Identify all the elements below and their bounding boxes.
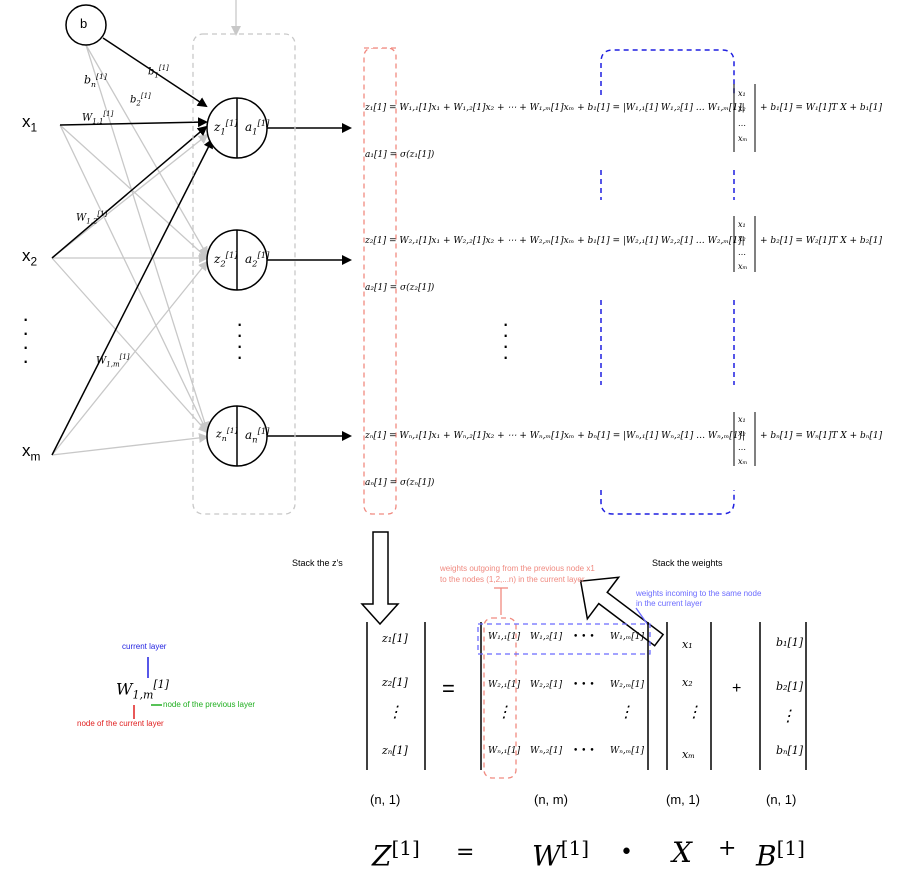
blue-bracket-bottom	[600, 490, 735, 515]
outgoing-note-2: to the nodes (1,2,...n) in the current l…	[440, 575, 585, 584]
incoming-note-1: weights incoming to the same node	[636, 589, 762, 598]
eq-row1-tail: + b₁[1] = W₁[1]T X + b₁[1]	[760, 103, 883, 113]
final-X: X	[672, 836, 692, 869]
eq-row1-a: a₁[1] = σ(z₁[1])	[365, 150, 435, 160]
legend-symbol: W1,m[1]	[116, 678, 169, 702]
gray-edges	[51, 0, 241, 456]
hidden-node-n	[206, 405, 268, 467]
eq-rown-a: aₙ[1] = σ(zₙ[1])	[365, 478, 435, 488]
bias-node-circle	[65, 4, 107, 46]
final-W: W[1]	[532, 836, 590, 873]
edge-label-w1m: W1,m[1]	[96, 353, 130, 369]
outgoing-note-1: weights outgoing from the previous node …	[440, 564, 595, 573]
noden-a: an[1]	[245, 426, 270, 445]
edge-label-bn: bn[1]	[84, 72, 107, 89]
eq-mid-ellipsis: ····	[502, 311, 510, 369]
eq-row2-tail: + b₂[1] = W₂[1]T X + b₂[1]	[760, 236, 883, 246]
eq-row1-z: z₁[1] = W₁,₁[1]x₁ + W₁,₂[1]x₂ + ⋯ + W₁,ₘ…	[365, 103, 745, 113]
node2-z: z2[1]	[214, 250, 238, 269]
final-equation: Z[1] = W[1] • X + B[1]	[372, 836, 822, 880]
dim-z: (n, 1)	[370, 792, 401, 807]
hidden-ellipsis: ····	[236, 311, 244, 369]
edge-label-w11: W1,1[1]	[82, 110, 114, 126]
z-col-1: z₁[1]	[382, 632, 408, 645]
z-col-2: z₂[1]	[382, 676, 408, 689]
hidden-layer-box	[192, 33, 296, 515]
node2-a: a2[1]	[245, 250, 270, 269]
stack-w-label: Stack the weights	[652, 558, 723, 568]
input-xm: xm	[22, 441, 41, 464]
input-x2: x2	[22, 246, 38, 269]
dim-x: (m, 1)	[666, 792, 700, 807]
w-column-highlight	[483, 617, 517, 779]
blue-bracket-top	[600, 49, 735, 95]
final-plus: +	[718, 836, 737, 861]
matrix-brackets	[366, 622, 807, 770]
edge-label-b2: b2[1]	[130, 92, 151, 108]
node1-a: a1[1]	[245, 118, 270, 137]
matrix-equals: =	[442, 676, 455, 701]
node1-z: z1[1]	[214, 118, 238, 137]
input-ellipsis: ····	[22, 306, 30, 373]
edge-label-w12: W1,2[1]	[76, 210, 108, 226]
edge-label-b1: b1[1]	[148, 64, 169, 80]
input-x1: x1	[22, 112, 38, 135]
final-Z: Z[1]	[372, 836, 420, 873]
hidden-node-2	[206, 229, 268, 291]
incoming-note-2: in the current layer	[636, 599, 703, 608]
eq-row2-z: z₂[1] = W₂,₁[1]x₁ + W₂,₂[1]x₂ + ⋯ + W₂,ₘ…	[365, 236, 745, 246]
final-B: B[1]	[756, 836, 805, 873]
z-col-3: ⋮	[387, 702, 403, 721]
final-dot: •	[620, 840, 633, 865]
legend-node-prev: node of the previous layer	[163, 700, 256, 709]
eq-rown-z: zₙ[1] = Wₙ,₁[1]x₁ + Wₙ,₂[1]x₂ + ⋯ + Wₙ,ₘ…	[365, 431, 745, 441]
stack-z-arrow	[360, 531, 400, 626]
eq-row2-a: a₂[1] = σ(z₂[1])	[365, 283, 435, 293]
stack-z-label: Stack the z's	[292, 558, 343, 568]
stack-w-arrow	[579, 576, 665, 647]
eq-rown-tail: + bₙ[1] = Wₙ[1]T X + bₙ[1]	[760, 431, 883, 441]
hidden-node-1	[206, 97, 268, 159]
dim-w: (n, m)	[534, 792, 568, 807]
pink-dashed-column	[363, 47, 397, 515]
w-row-highlight	[477, 623, 651, 655]
matrix-plus: +	[732, 680, 742, 697]
final-eq: =	[456, 840, 475, 865]
legend-node-curr: node of the current layer	[77, 719, 164, 728]
dim-b: (n, 1)	[766, 792, 797, 807]
black-edges	[51, 37, 352, 456]
noden-z: zn[1]	[216, 426, 238, 443]
bias-node-label: b	[80, 16, 88, 31]
legend-current-layer: current layer	[122, 642, 167, 651]
z-col-4: zₙ[1]	[382, 744, 408, 757]
